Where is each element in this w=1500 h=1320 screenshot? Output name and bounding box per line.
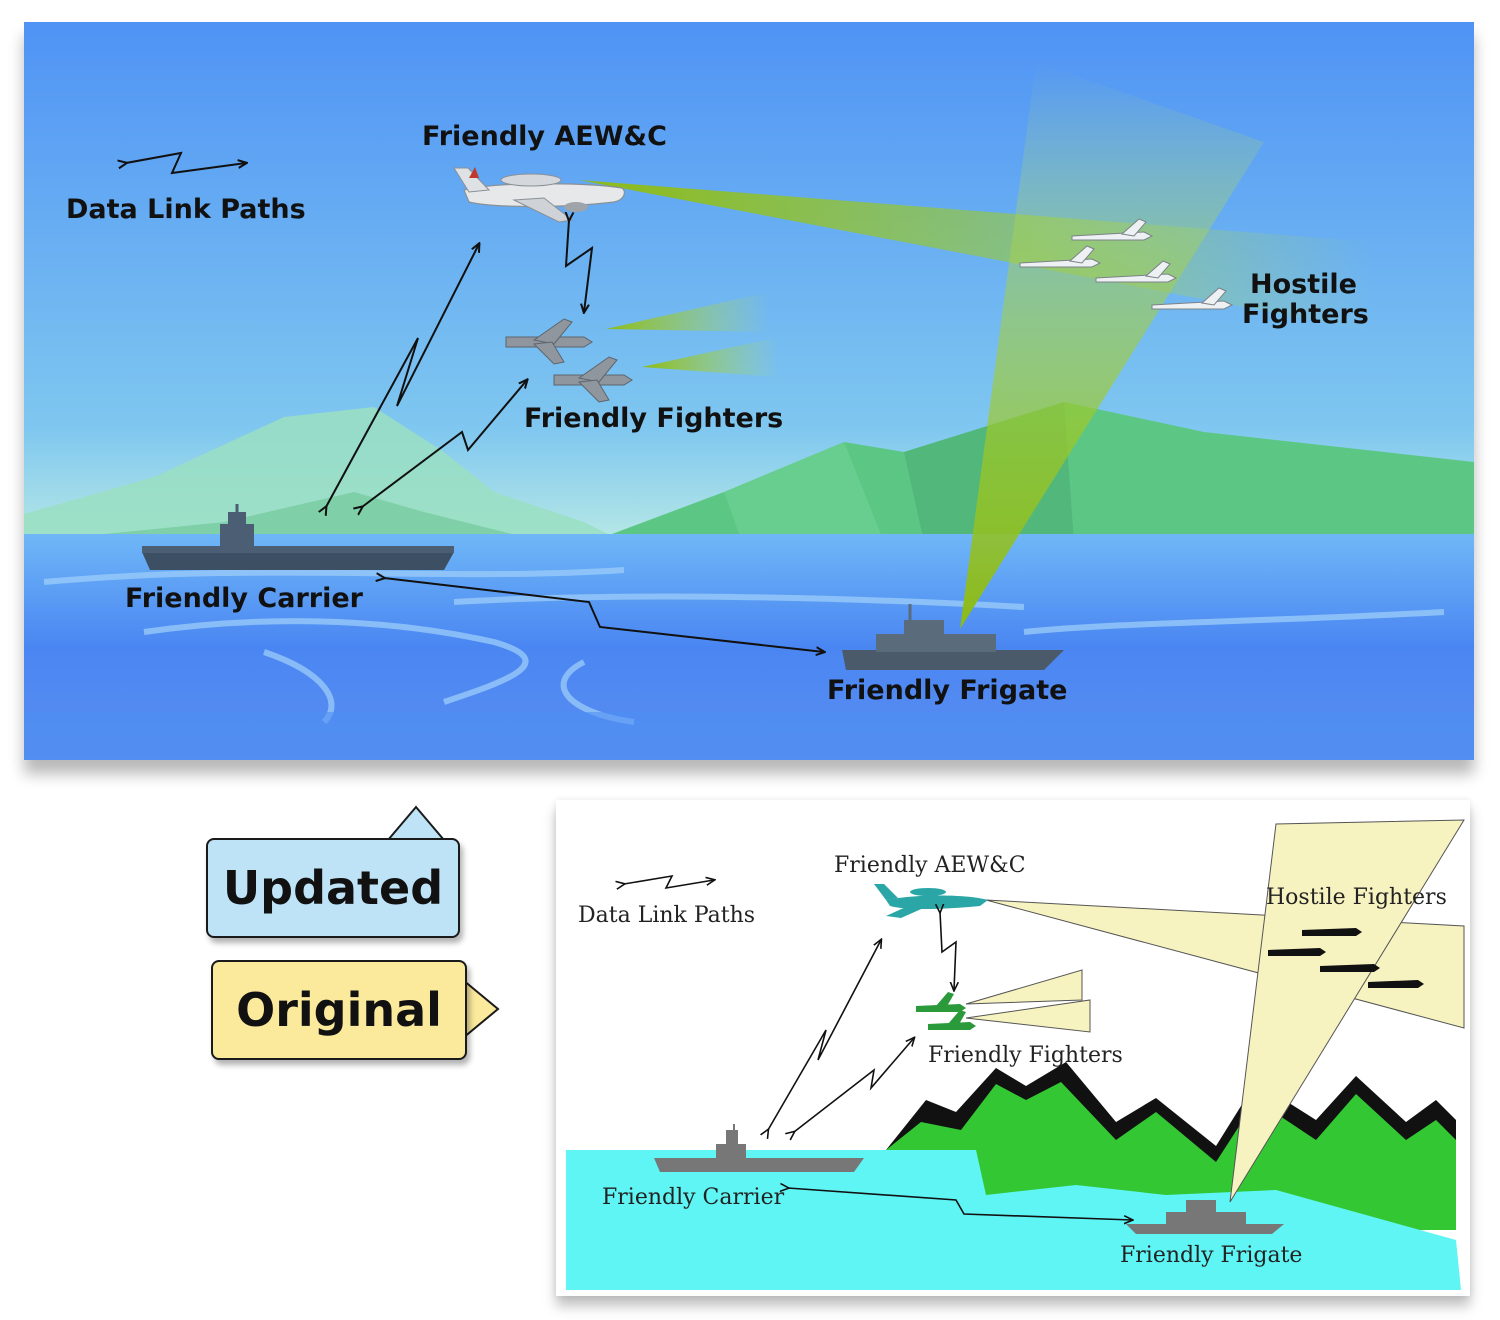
updated-diagram-panel: Data Link Paths Friendly AEW&C Friendly … — [24, 22, 1474, 760]
fighter-radar-beam-1 — [606, 292, 769, 332]
link-carrier-fighters — [362, 380, 527, 507]
updated-tag-pointer — [386, 805, 447, 841]
original-frigate-icon — [1126, 1200, 1284, 1234]
hostile-fighters-label-line1: Hostile — [1250, 269, 1357, 300]
original-tag: Original — [211, 960, 467, 1060]
original-legend-label: Data Link Paths — [578, 903, 755, 928]
original-hostile-fighters-label: Hostile Fighters — [1266, 885, 1447, 910]
aewc-label: Friendly AEW&C — [422, 121, 667, 152]
legend-data-link-symbol — [126, 151, 246, 175]
original-data-link-paths — [624, 874, 1132, 1220]
frigate-radar-beam — [960, 62, 1264, 629]
original-link-carrier-frigate — [788, 1188, 1132, 1220]
fighter-radar-beam-2 — [642, 337, 779, 377]
friendly-fighter-icons — [505, 318, 633, 403]
updated-tag: Updated — [206, 838, 460, 938]
original-carrier-label: Friendly Carrier — [602, 1185, 785, 1210]
link-aewc-fighters — [566, 220, 594, 312]
original-hostile-fighters-icon — [1268, 928, 1424, 988]
updated-diagram-canvas: Data Link Paths Friendly AEW&C Friendly … — [24, 22, 1474, 760]
updated-tag-label: Updated — [222, 861, 444, 915]
original-aewc-label: Friendly AEW&C — [834, 853, 1026, 878]
original-friendly-fighters-icon — [916, 992, 976, 1030]
original-link-carrier-fighters — [794, 1038, 914, 1132]
carrier-label: Friendly Carrier — [125, 583, 364, 614]
hostile-fighters-label-line2: Fighters — [1242, 299, 1369, 330]
hostile-fighter-icons — [1019, 218, 1234, 310]
frigate-ship-icon — [842, 604, 1064, 670]
original-diagram-panel: Data Link Paths Friendly AEW&C Friendly … — [556, 800, 1470, 1296]
original-frigate-beam — [1229, 819, 1465, 1203]
aewc-radar-beam — [579, 180, 1374, 332]
original-diagram-canvas: Data Link Paths Friendly AEW&C Friendly … — [556, 800, 1470, 1296]
original-carrier-icon — [654, 1124, 864, 1172]
original-friendly-fighters-label: Friendly Fighters — [928, 1043, 1123, 1068]
original-legend-symbol — [624, 874, 714, 888]
frigate-label: Friendly Frigate — [827, 675, 1067, 706]
original-fighter-beam-1 — [965, 969, 1083, 1005]
aewc-aircraft-icon — [453, 167, 625, 223]
original-fighter-beam-2 — [965, 999, 1091, 1033]
legend-label: Data Link Paths — [66, 194, 306, 225]
original-link-aewc-fighters — [940, 912, 956, 990]
friendly-fighters-label: Friendly Fighters — [524, 403, 783, 434]
link-carrier-frigate — [384, 578, 824, 652]
carrier-ship-icon — [142, 504, 454, 570]
data-link-paths — [126, 151, 824, 652]
original-tag-label: Original — [236, 983, 442, 1037]
original-aewc-icon — [874, 884, 988, 918]
original-frigate-label: Friendly Frigate — [1120, 1243, 1302, 1268]
